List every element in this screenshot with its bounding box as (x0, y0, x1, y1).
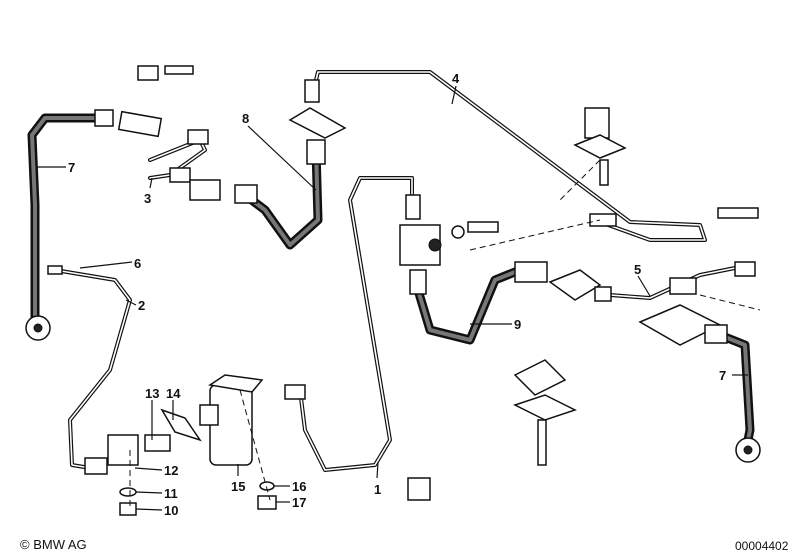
label-4: 4 (452, 71, 460, 86)
label-16: 16 (292, 479, 306, 494)
label-10: 10 (164, 503, 178, 518)
label-12: 12 (164, 463, 178, 478)
label-7-left: 7 (68, 160, 75, 175)
image-number: 00004402 (735, 539, 789, 553)
label-14: 14 (166, 386, 181, 401)
brake-pipes (53, 70, 737, 472)
label-6: 6 (134, 256, 141, 271)
label-17: 17 (292, 495, 306, 510)
label-9: 9 (514, 317, 521, 332)
label-8: 8 (242, 111, 249, 126)
label-11: 11 (164, 486, 178, 501)
assembly-lines (129, 159, 761, 510)
label-13: 13 (145, 386, 159, 401)
label-1: 1 (374, 482, 381, 497)
part-labels: 1 2 3 4 5 6 7 7 8 9 10 11 12 13 14 15 16… (68, 71, 726, 518)
label-7-right: 7 (719, 368, 726, 383)
parts (25, 65, 761, 516)
leader-lines (36, 85, 748, 511)
label-5: 5 (634, 262, 641, 277)
label-3: 3 (144, 191, 151, 206)
brake-hoses (27, 113, 755, 445)
label-15: 15 (231, 479, 245, 494)
copyright: © BMW AG (20, 537, 87, 552)
label-2: 2 (138, 298, 145, 313)
